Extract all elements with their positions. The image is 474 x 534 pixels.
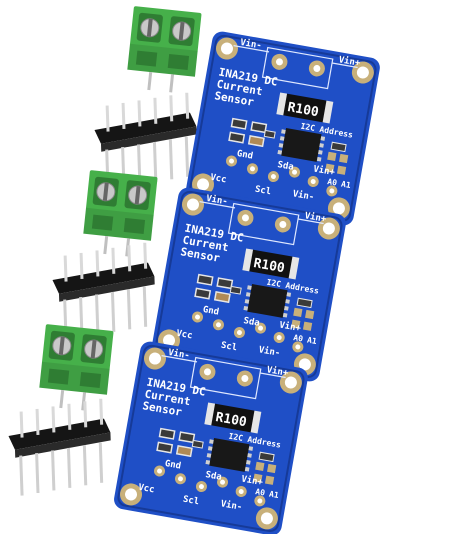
vcc-label: Vcc (175, 329, 193, 342)
bottom-vin-plus-label: Vin+ (312, 163, 336, 178)
resistor-label: R100 (214, 410, 248, 430)
scl-label: Scl (220, 341, 238, 354)
bottom-vin-plus-label: Vin+ (278, 319, 302, 334)
resistor-label: R100 (252, 256, 286, 276)
screw-terminal-1 (124, 5, 203, 96)
a1-label: A1 (340, 179, 351, 190)
bottom-vin-minus-label: Vin- (220, 498, 243, 513)
sda-label: Sda (243, 316, 261, 329)
a1-label: A1 (268, 489, 279, 500)
gnd-label: Gnd (164, 459, 182, 472)
top-vin-plus-label: Vin+ (304, 210, 328, 225)
bottom-vin-minus-label: Vin- (292, 188, 315, 203)
top-vin-plus-label: Vin+ (338, 54, 362, 69)
a0-label: A0 (293, 333, 304, 344)
resistor-label: R100 (286, 100, 320, 120)
scl-label: Scl (254, 185, 272, 198)
sda-label: Sda (205, 470, 223, 483)
top-vin-minus-label: Vin- (167, 347, 190, 362)
a1-label: A1 (306, 335, 317, 346)
pin-header-2 (51, 242, 157, 340)
scl-label: Scl (182, 495, 200, 508)
top-vin-minus-label: Vin- (239, 37, 262, 52)
bottom-vin-plus-label: Vin+ (240, 473, 264, 488)
ina219-board-1: INA219 DC Current Sensor R100 Vin- Vin+ … (183, 29, 383, 228)
a0-label: A0 (327, 177, 338, 188)
sda-label: Sda (277, 160, 295, 173)
gnd-label: Gnd (202, 305, 220, 318)
a0-label: A0 (255, 487, 266, 498)
vcc-label: Vcc (209, 173, 227, 186)
gnd-label: Gnd (236, 149, 254, 162)
top-vin-plus-label: Vin+ (266, 364, 290, 379)
vcc-label: Vcc (137, 483, 155, 496)
ina219-board-2: INA219 DC Current Sensor R100 Vin- Vin+ … (149, 185, 349, 384)
top-vin-minus-label: Vin- (205, 193, 228, 208)
bottom-vin-minus-label: Vin- (258, 344, 281, 359)
pin-header-3 (7, 398, 113, 496)
ina219-board-3: INA219 DC Current Sensor R100 Vin- Vin+ … (111, 339, 311, 534)
